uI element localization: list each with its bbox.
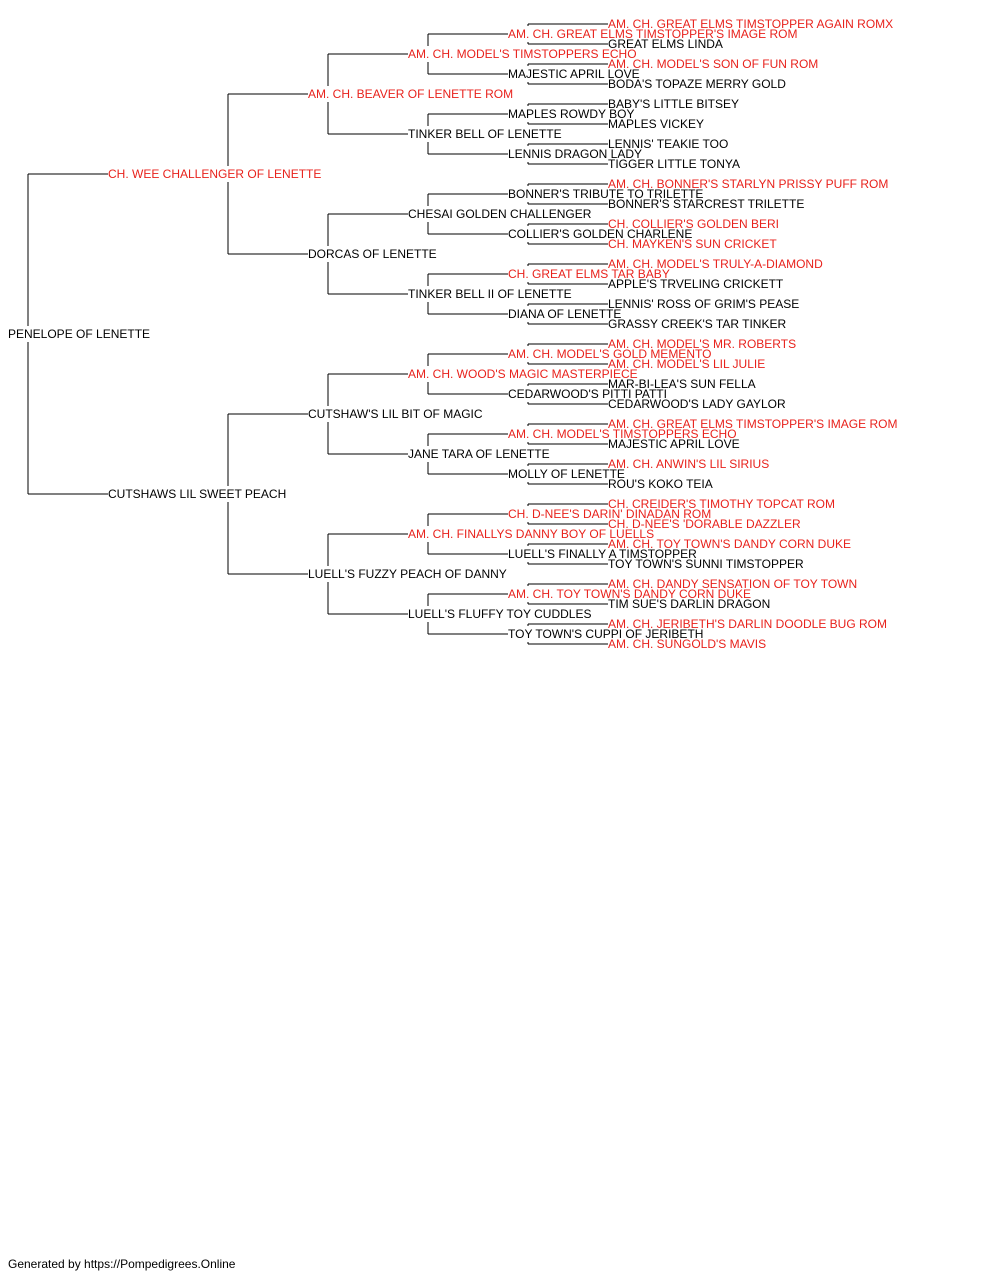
dog-name-gen5-great-elms-linda: GREAT ELMS LINDA [608,37,723,51]
dog-name-gen3-tinker-bell-ii-of-lenette: TINKER BELL II OF LENETTE [408,287,572,301]
dog-name-gen5-am-ch-great-elms-timstopper-again-romx: AM. CH. GREAT ELMS TIMSTOPPER AGAIN ROMX [608,17,894,31]
dog-name-gen4-toy-town-s-cuppi-of-jeribeth: TOY TOWN'S CUPPI OF JERIBETH [508,627,704,641]
dog-name-gen5-tim-sue-s-darlin-dragon: TIM SUE'S DARLIN DRAGON [608,597,771,611]
dog-name-gen3-am-ch-model-s-timstoppers-echo: AM. CH. MODEL'S TIMSTOPPERS ECHO [408,47,637,61]
dog-name-gen5-lennis-ross-of-grim-s-pease: LENNIS' ROSS OF GRIM'S PEASE [608,297,800,311]
dog-name-gen5-am-ch-model-s-mr-roberts: AM. CH. MODEL'S MR. ROBERTS [608,337,797,351]
dog-name-gen5-lennis-teakie-too: LENNIS' TEAKIE TOO [608,137,729,151]
dog-name-gen5-rou-s-koko-teia: ROU'S KOKO TEIA [608,477,713,491]
dog-name-gen5-ch-creider-s-timothy-topcat-rom: CH. CREIDER'S TIMOTHY TOPCAT ROM [608,497,835,511]
dog-name-gen5-boda-s-topaze-merry-gold: BODA'S TOPAZE MERRY GOLD [608,77,786,91]
dog-name-gen3-chesai-golden-challenger: CHESAI GOLDEN CHALLENGER [408,207,592,221]
dog-name-gen3-luell-s-fluffy-toy-cuddles: LUELL'S FLUFFY TOY CUDDLES [408,607,592,621]
dog-name-gen5-ch-mayken-s-sun-cricket: CH. MAYKEN'S SUN CRICKET [608,237,777,251]
dog-name-gen4-ch-d-nee-s-darin-dinadan-rom: CH. D-NEE'S DARIN' DINADAN ROM [508,507,712,521]
dog-name-gen1-ch-wee-challenger-of-lenette: CH. WEE CHALLENGER OF LENETTE [108,167,322,181]
dog-name-gen3-tinker-bell-of-lenette: TINKER BELL OF LENETTE [408,127,562,141]
dog-name-gen4-majestic-april-love: MAJESTIC APRIL LOVE [508,67,640,81]
dog-name-gen0-penelope-of-lenette: PENELOPE OF LENETTE [8,327,151,341]
dog-name-gen5-bonner-s-starcrest-trilette: BONNER'S STARCREST TRILETTE [608,197,805,211]
dog-name-gen1-cutshaws-lil-sweet-peach: CUTSHAWS LIL SWEET PEACH [108,487,287,501]
dog-name-gen5-toy-town-s-sunni-timstopper: TOY TOWN'S SUNNI TIMSTOPPER [608,557,804,571]
dog-name-gen5-cedarwood-s-lady-gaylor: CEDARWOOD'S LADY GAYLOR [608,397,786,411]
dog-name-gen4-am-ch-toy-town-s-dandy-corn-duke: AM. CH. TOY TOWN'S DANDY CORN DUKE [508,587,751,601]
dog-name-gen4-maples-rowdy-boy: MAPLES ROWDY BOY [508,107,635,121]
dog-name-gen5-apple-s-trveling-crickett: APPLE'S TRVELING CRICKETT [608,277,784,291]
dog-name-gen5-ch-d-nee-s-dorable-dazzler: CH. D-NEE'S 'DORABLE DAZZLER [608,517,801,531]
dog-name-gen5-grassy-creek-s-tar-tinker: GRASSY CREEK'S TAR TINKER [608,317,787,331]
dog-name-gen5-baby-s-little-bitsey: BABY'S LITTLE BITSEY [608,97,740,111]
dog-name-gen5-am-ch-anwin-s-lil-sirius: AM. CH. ANWIN'S LIL SIRIUS [608,457,770,471]
dog-name-gen5-ch-collier-s-golden-beri: CH. COLLIER'S GOLDEN BERI [608,217,779,231]
dog-name-gen3-jane-tara-of-lenette: JANE TARA OF LENETTE [408,447,550,461]
dog-name-gen4-cedarwood-s-pitti-patti: CEDARWOOD'S PITTI PATTI [508,387,667,401]
dog-name-gen5-am-ch-sungold-s-mavis: AM. CH. SUNGOLD'S MAVIS [608,637,767,651]
dog-name-gen4-am-ch-model-s-gold-memento: AM. CH. MODEL'S GOLD MEMENTO [508,347,712,361]
dog-name-gen5-am-ch-model-s-son-of-fun-rom: AM. CH. MODEL'S SON OF FUN ROM [608,57,819,71]
dog-name-gen5-mar-bi-lea-s-sun-fella: MAR-BI-LEA'S SUN FELLA [608,377,756,391]
dog-name-gen2-cutshaw-s-lil-bit-of-magic: CUTSHAW'S LIL BIT OF MAGIC [308,407,483,421]
dog-name-gen4-luell-s-finally-a-timstopper: LUELL'S FINALLY A TIMSTOPPER [508,547,697,561]
dog-name-gen5-am-ch-bonner-s-starlyn-prissy-puff-rom: AM. CH. BONNER'S STARLYN PRISSY PUFF ROM [608,177,889,191]
dog-name-gen5-maples-vickey: MAPLES VICKEY [608,117,705,131]
dog-name-gen3-am-ch-finallys-danny-boy-of-luells: AM. CH. FINALLYS DANNY BOY OF LUELLS [408,527,655,541]
dog-name-gen5-am-ch-model-s-lil-julie: AM. CH. MODEL'S LIL JULIE [608,357,766,371]
dog-name-gen4-diana-of-lenette: DIANA OF LENETTE [508,307,622,321]
dog-name-gen5-majestic-april-love: MAJESTIC APRIL LOVE [608,437,740,451]
dog-name-gen5-am-ch-great-elms-timstopper-s-image-rom: AM. CH. GREAT ELMS TIMSTOPPER'S IMAGE RO… [608,417,898,431]
dog-name-gen5-am-ch-dandy-sensation-of-toy-town: AM. CH. DANDY SENSATION OF TOY TOWN [608,577,858,591]
dog-name-gen2-dorcas-of-lenette: DORCAS OF LENETTE [308,247,437,261]
dog-name-gen4-bonner-s-tribute-to-trilette: BONNER'S TRIBUTE TO TRILETTE [508,187,704,201]
dog-name-gen5-am-ch-jeribeth-s-darlin-doodle-bug-rom: AM. CH. JERIBETH'S DARLIN DOODLE BUG ROM [608,617,887,631]
dog-name-gen3-am-ch-wood-s-magic-masterpiece: AM. CH. WOOD'S MAGIC MASTERPIECE [408,367,638,381]
dog-name-gen4-lennis-dragon-lady: LENNIS DRAGON LADY [508,147,643,161]
dog-name-gen5-tigger-little-tonya: TIGGER LITTLE TONYA [608,157,741,171]
dog-name-gen4-molly-of-lenette: MOLLY OF LENETTE [508,467,625,481]
dog-name-gen5-am-ch-toy-town-s-dandy-corn-duke: AM. CH. TOY TOWN'S DANDY CORN DUKE [608,537,851,551]
dog-name-gen2-luell-s-fuzzy-peach-of-danny: LUELL'S FUZZY PEACH OF DANNY [308,567,507,581]
dog-name-gen2-am-ch-beaver-of-lenette-rom: AM. CH. BEAVER OF LENETTE ROM [308,87,514,101]
dog-name-gen4-am-ch-model-s-timstoppers-echo: AM. CH. MODEL'S TIMSTOPPERS ECHO [508,427,737,441]
dog-name-gen4-ch-great-elms-tar-baby: CH. GREAT ELMS TAR BABY [508,267,670,281]
dog-name-gen4-collier-s-golden-charlene: COLLIER'S GOLDEN CHARLENE [508,227,693,241]
footer-credit: Generated by https://Pompedigrees.Online [8,1257,236,1271]
dog-name-gen4-am-ch-great-elms-timstopper-s-image-rom: AM. CH. GREAT ELMS TIMSTOPPER'S IMAGE RO… [508,27,798,41]
dog-name-gen5-am-ch-model-s-truly-a-diamond: AM. CH. MODEL'S TRULY-A-DIAMOND [608,257,823,271]
